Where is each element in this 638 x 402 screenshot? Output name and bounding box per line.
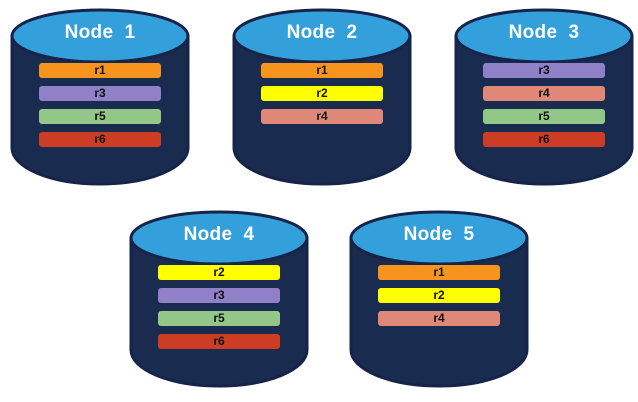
- record-bar[interactable]: r5: [39, 109, 161, 124]
- record-list: r3 r4 r5 r6: [483, 63, 605, 155]
- record-bar[interactable]: r3: [483, 63, 605, 78]
- cylinder-top-ellipse: [232, 8, 412, 64]
- record-bar[interactable]: r6: [39, 132, 161, 147]
- record-bar[interactable]: r5: [483, 109, 605, 124]
- record-bar[interactable]: r2: [261, 86, 383, 101]
- record-bar[interactable]: r6: [158, 334, 280, 349]
- record-bar[interactable]: r2: [378, 288, 500, 303]
- record-bar[interactable]: r6: [483, 132, 605, 147]
- record-bar[interactable]: r3: [39, 86, 161, 101]
- record-bar[interactable]: r1: [378, 265, 500, 280]
- record-bar[interactable]: r3: [158, 288, 280, 303]
- record-bar[interactable]: r5: [158, 311, 280, 326]
- cylinder-top-ellipse: [10, 8, 190, 64]
- record-bar[interactable]: r4: [261, 109, 383, 124]
- record-list: r2 r3 r5 r6: [158, 265, 280, 357]
- record-bar[interactable]: r2: [158, 265, 280, 280]
- cylinder-top-ellipse: [129, 210, 309, 266]
- cylinder-top-ellipse: [349, 210, 529, 266]
- record-bar[interactable]: r1: [39, 63, 161, 78]
- record-bar[interactable]: r1: [261, 63, 383, 78]
- record-bar[interactable]: r4: [378, 311, 500, 326]
- record-bar[interactable]: r4: [483, 86, 605, 101]
- record-list: r1 r2 r4: [378, 265, 500, 334]
- record-list: r1 r2 r4: [261, 63, 383, 132]
- cylinder-top-ellipse: [454, 8, 634, 64]
- record-list: r1 r3 r5 r6: [39, 63, 161, 155]
